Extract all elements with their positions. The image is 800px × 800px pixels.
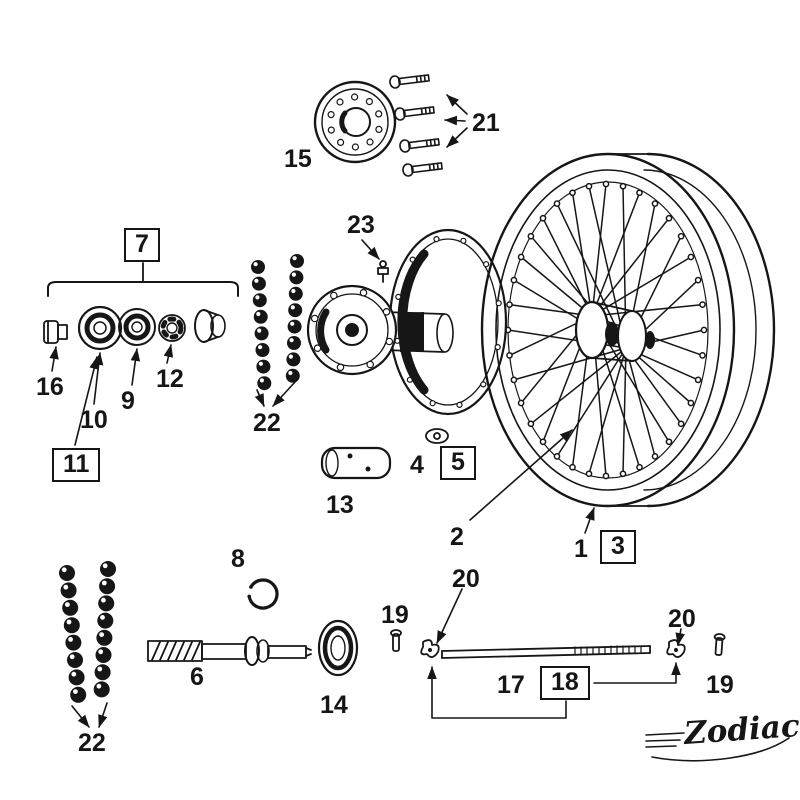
bearing-parts-illustration (43, 262, 239, 351)
callout-12: 12 (156, 365, 184, 393)
hub-flange-holes (310, 288, 394, 372)
nut-16-illustration (43, 320, 68, 344)
callout-9: 9 (121, 387, 135, 415)
callout-3: 3 (600, 530, 636, 564)
wheel-illustration (480, 152, 776, 508)
callout-18: 18 (540, 666, 590, 700)
pin-19-left-illustration (390, 629, 402, 652)
mounting-bolts-illustration (389, 74, 443, 177)
lock-washer-12-illustration (158, 314, 186, 342)
washer-9-illustration (118, 308, 156, 346)
callout-15: 15 (284, 145, 312, 173)
callout-2: 2 (450, 523, 464, 551)
callout-6: 6 (190, 663, 204, 691)
cone-illustration (194, 309, 226, 343)
axle-6-illustration (147, 636, 312, 666)
bearing-balls-illustration (59, 254, 304, 703)
zodiac-logo-lines (645, 732, 790, 762)
grease-fitting-illustration (377, 260, 389, 283)
hub-assembly-illustration (306, 228, 508, 444)
callout-22-top: 22 (253, 409, 281, 437)
callout-4: 4 (410, 451, 424, 479)
callout-10: 10 (80, 406, 108, 434)
clip-20-right-illustration (666, 639, 686, 658)
callout-19-right: 19 (706, 671, 734, 699)
callout-22-bottom: 22 (78, 729, 106, 757)
callout-1: 1 (574, 535, 588, 563)
callout-arrows (49, 94, 685, 728)
callout-17: 17 (497, 671, 525, 699)
callout-5: 5 (440, 446, 476, 480)
callout-23: 23 (347, 211, 375, 239)
callout-21: 21 (472, 109, 500, 137)
washer-10-illustration (77, 305, 123, 351)
pin-19-right-illustration (713, 633, 726, 656)
callout-20-left: 20 (452, 565, 480, 593)
flange-15-illustration (313, 80, 397, 164)
callout-13: 13 (326, 491, 354, 519)
spacer-13-illustration (320, 446, 392, 480)
seal-14-illustration (317, 619, 359, 677)
callout-20-right: 20 (668, 605, 696, 633)
rod-17-18-illustration (441, 645, 651, 659)
circlip-8-illustration (247, 578, 279, 610)
callout-19-left: 19 (381, 601, 409, 629)
clip-20-left-illustration (420, 639, 440, 658)
callout-7: 7 (124, 228, 160, 262)
callout-11: 11 (52, 448, 101, 482)
callout-8: 8 (231, 545, 245, 573)
callout-14: 14 (320, 691, 348, 719)
group-7-brace (47, 281, 239, 297)
flange-15-bolt-holes (327, 93, 383, 151)
callout-16: 16 (36, 373, 64, 401)
